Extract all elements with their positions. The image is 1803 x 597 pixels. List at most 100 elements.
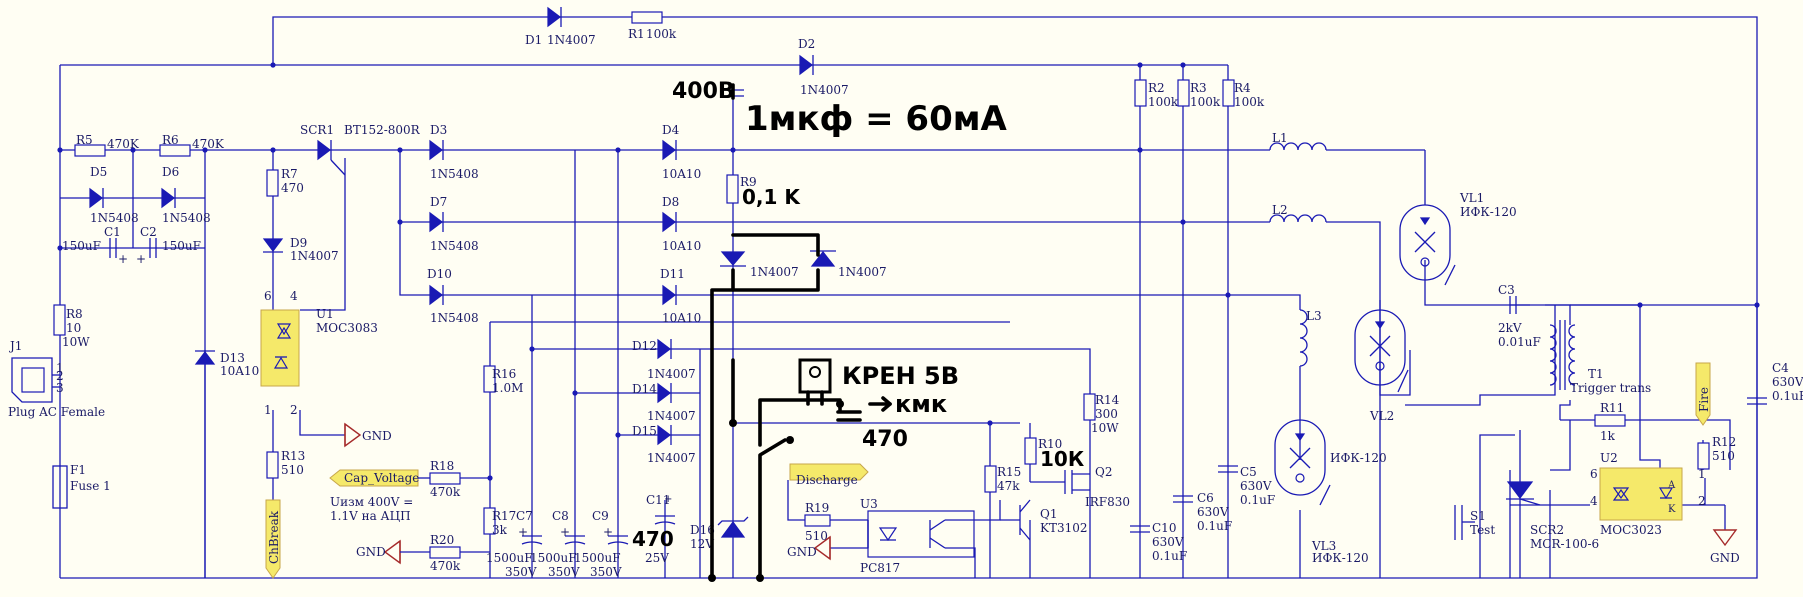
svg-text:350V: 350V <box>505 565 537 579</box>
svg-text:GND: GND <box>787 545 817 559</box>
svg-text:C11: C11 <box>646 493 670 507</box>
svg-text:D16: D16 <box>690 523 715 537</box>
svg-text:A: A <box>1667 480 1676 491</box>
resistor-r5: R5 470K <box>74 133 140 157</box>
svg-text:350V: 350V <box>590 565 622 579</box>
diode-d5: D5 1N5408 <box>89 165 139 225</box>
resistor-r1: R1 100k <box>628 11 677 41</box>
svg-text:+: + <box>603 525 613 539</box>
svg-text:Plug AC Female: Plug AC Female <box>8 405 105 419</box>
svg-text:R18: R18 <box>430 459 454 473</box>
diode-d8: D8 10A10 <box>662 195 701 253</box>
svg-text:470: 470 <box>632 527 674 551</box>
svg-text:C10: C10 <box>1152 521 1176 535</box>
diode-d9: D9 1N4007 <box>262 236 339 263</box>
transistor-q2: Q2 IRF830 <box>1064 465 1130 509</box>
svg-text:+: + <box>118 252 128 266</box>
switch-s1[interactable]: S1 Test <box>1454 505 1495 540</box>
svg-text:100k: 100k <box>646 27 677 41</box>
svg-text:D4: D4 <box>662 123 680 137</box>
port-discharge: Discharge <box>789 463 869 487</box>
capacitor-c4: C4 630V 0.1uF <box>1747 361 1803 405</box>
transistor-q1: Q1 KT3102 <box>1000 499 1088 541</box>
svg-text:12V: 12V <box>690 537 714 551</box>
svg-text:0.1uF: 0.1uF <box>1197 519 1232 533</box>
svg-text:510: 510 <box>281 463 304 477</box>
svg-text:U2: U2 <box>1600 451 1618 465</box>
svg-text:R20: R20 <box>430 533 454 547</box>
svg-text:D10: D10 <box>427 267 452 281</box>
svg-text:D12: D12 <box>632 339 657 353</box>
diode-hand-right: 1N4007 <box>810 250 887 279</box>
diode-d6: D6 1N5408 <box>161 165 211 225</box>
gnd-u1: GND <box>344 422 392 448</box>
resistor-r15: R15 47k <box>984 465 1021 493</box>
svg-text:630V: 630V <box>1772 375 1803 389</box>
transformer-t1: T1 Trigger trans <box>1549 320 1651 395</box>
svg-text:10К: 10К <box>1040 447 1085 471</box>
svg-text:C7: C7 <box>516 509 533 523</box>
svg-text:+: + <box>664 494 672 505</box>
resistor-r16: R16 1.0M <box>483 365 523 395</box>
diode-hand-left: 1N4007 <box>720 251 799 279</box>
svg-text:R5: R5 <box>76 133 93 147</box>
svg-text:ИФК-120: ИФК-120 <box>1330 451 1387 465</box>
svg-text:K: K <box>1668 504 1676 515</box>
svg-text:BT152-800R: BT152-800R <box>344 123 421 137</box>
svg-text:300: 300 <box>1095 407 1118 421</box>
svg-text:510: 510 <box>805 529 828 543</box>
diode-d15: D15 1N4007 <box>632 424 696 465</box>
lamp-vl3: VL3 ИФК-120 ИФК-120 <box>1274 419 1387 565</box>
svg-text:J1: J1 <box>8 339 22 353</box>
lamp-vl1: VL1 ИФК-120 <box>1399 191 1517 286</box>
svg-text:1N5408: 1N5408 <box>430 167 479 181</box>
capacitor-c7: C7 1500uF 350V + <box>486 509 543 579</box>
svg-text:4: 4 <box>290 289 298 303</box>
capacitor-c5: C5 630V 0.1uF <box>1218 465 1275 507</box>
svg-text:630V: 630V <box>1152 535 1184 549</box>
svg-text:1.1V на АЦП: 1.1V на АЦП <box>330 509 411 523</box>
svg-text:2: 2 <box>1698 494 1706 508</box>
svg-text:1k: 1k <box>1600 429 1616 443</box>
svg-text:D3: D3 <box>430 123 447 137</box>
svg-text:L3: L3 <box>1306 309 1322 323</box>
svg-text:10: 10 <box>66 321 81 335</box>
resistor-r6: R6 470K <box>159 133 225 157</box>
svg-text:470K: 470K <box>192 137 225 151</box>
capacitor-c6: C6 630V 0.1uF <box>1173 491 1232 533</box>
svg-text:R1: R1 <box>628 27 645 41</box>
svg-text:1N5408: 1N5408 <box>90 211 139 225</box>
svg-text:R13: R13 <box>281 449 305 463</box>
diode-d7: D7 1N5408 <box>429 195 479 253</box>
diode-d11: D11 10A10 <box>660 267 701 325</box>
svg-text:510: 510 <box>1712 449 1735 463</box>
port-chbreak: ChBreak <box>265 499 281 579</box>
svg-text:D9: D9 <box>290 236 307 250</box>
svg-text:1N5408: 1N5408 <box>430 239 479 253</box>
resistor-r3: R3 100k <box>1177 79 1221 109</box>
svg-text:4: 4 <box>1590 494 1598 508</box>
svg-text:R11: R11 <box>1600 401 1624 415</box>
capacitor-c10: C10 630V 0.1uF <box>1130 521 1187 563</box>
diode-d10: D10 1N5408 <box>427 267 479 325</box>
handwritten-annotations: 400В 1мкф = 60мА 0,1 K КРЕН 5В кмк 470 4… <box>632 79 1085 582</box>
svg-text:F1: F1 <box>70 463 86 477</box>
svg-text:10W: 10W <box>62 335 90 349</box>
optocoupler-u3: U3 PC817 <box>860 497 975 575</box>
svg-text:R7: R7 <box>281 167 298 181</box>
svg-text:10A10: 10A10 <box>662 239 701 253</box>
svg-text:1N4007: 1N4007 <box>838 265 887 279</box>
resistor-r19: R19 510 <box>804 501 831 543</box>
diode-d1: D1 1N4007 <box>525 6 596 47</box>
svg-text:150uF: 150uF <box>62 239 101 253</box>
svg-text:D7: D7 <box>430 195 447 209</box>
svg-text:R6: R6 <box>162 133 179 147</box>
junctions <box>57 62 1760 481</box>
svg-text:1N4007: 1N4007 <box>750 265 799 279</box>
svg-text:2kV: 2kV <box>1498 321 1522 335</box>
gnd-r20: GND <box>356 539 430 565</box>
svg-text:S1: S1 <box>1470 509 1486 523</box>
svg-text:1N5408: 1N5408 <box>162 211 211 225</box>
svg-text:10W: 10W <box>1091 421 1119 435</box>
